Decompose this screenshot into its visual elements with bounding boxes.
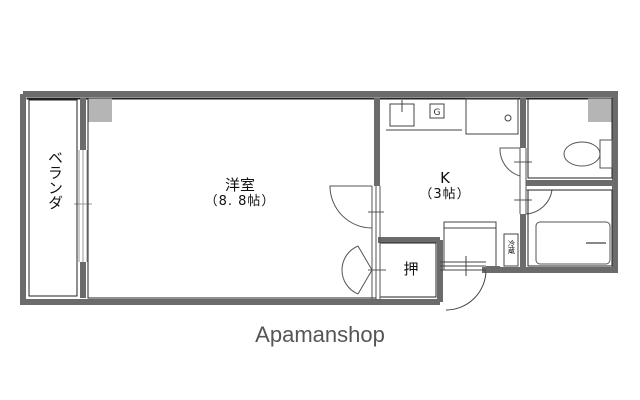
kitchen-counter: G: [386, 97, 519, 135]
room-label-kitchen: K （3帖）: [405, 169, 485, 203]
room-label-balcony: ベランダ: [45, 150, 64, 240]
room-label-closet: 押: [403, 260, 419, 278]
western-kitchen-wall: [329, 98, 384, 240]
brand-watermark: Apamanshop: [255, 322, 385, 347]
western-room-size: （8. 8帖）: [204, 194, 276, 209]
entrance: [440, 221, 519, 311]
kitchen-bath-wall: [499, 98, 615, 270]
kitchen-name: K: [440, 169, 450, 187]
western-room-name: 洋室: [224, 176, 255, 194]
toilet: [527, 97, 613, 179]
balcony-text: ベランダ: [46, 150, 64, 210]
room-label-western: 洋室 （8. 8帖）: [180, 176, 300, 210]
svg-text:G: G: [434, 108, 441, 118]
bathtub: [527, 189, 613, 267]
fridge-label: 冷蔵: [505, 240, 517, 257]
entrance-wall: [486, 266, 500, 272]
fridge-label-text: 冷蔵: [507, 240, 516, 254]
closet: [341, 240, 437, 300]
kitchen-size: （3帖）: [419, 187, 471, 202]
pillar: [88, 98, 112, 122]
